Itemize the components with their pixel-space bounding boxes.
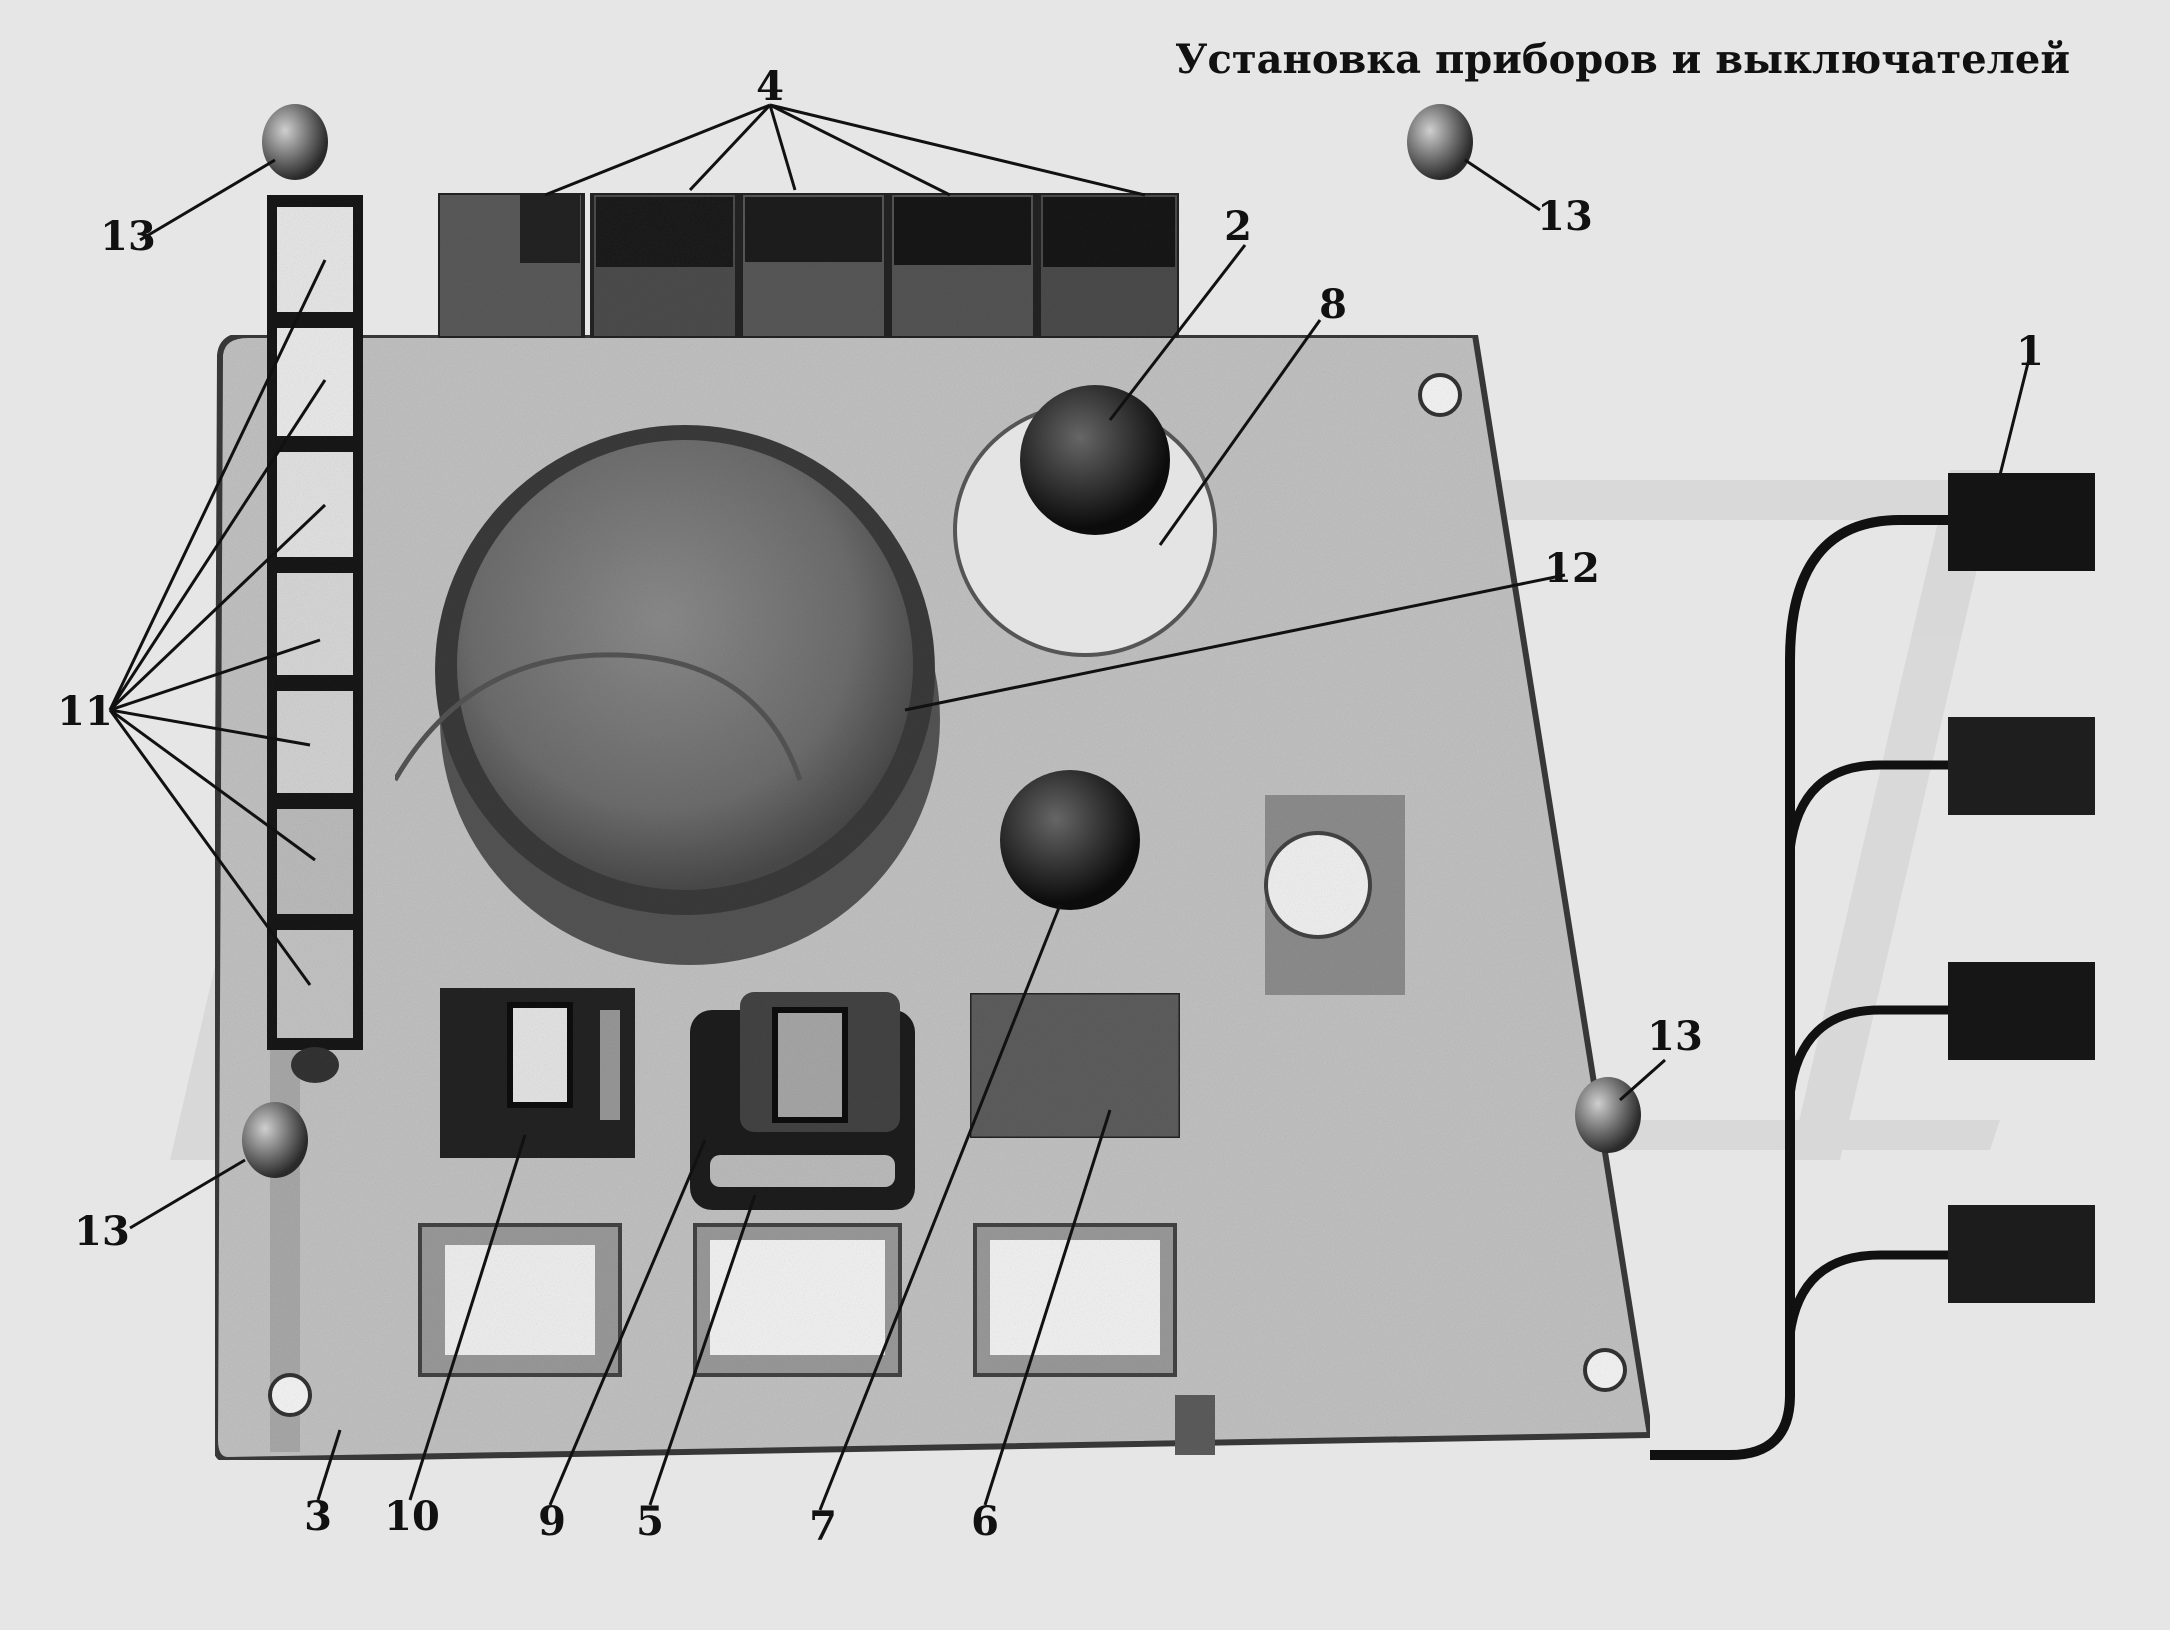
figure-title: Установка приборов и выключателей	[1175, 36, 2070, 83]
label-8: 8	[1319, 281, 1347, 328]
label-1: 1	[2016, 328, 2044, 375]
label-9: 9	[538, 1498, 566, 1545]
knob-2	[953, 385, 1217, 657]
label-13c: 13	[1647, 1013, 1703, 1060]
label-4: 4	[756, 63, 784, 110]
label-12: 12	[1544, 545, 1600, 592]
switch-10	[440, 988, 635, 1158]
indicator-column-11	[267, 195, 363, 1083]
label-13b: 13	[1537, 193, 1593, 240]
switch-9	[690, 992, 915, 1210]
block-6	[968, 991, 1182, 1140]
label-7: 7	[809, 1503, 837, 1550]
panel-plate	[211, 332, 1654, 1464]
label-3: 3	[304, 1493, 332, 1540]
screws-13	[242, 104, 1641, 1178]
label-13a: 13	[100, 213, 156, 260]
label-11: 11	[57, 688, 113, 735]
leader-lines	[108, 103, 2032, 1511]
label-13d: 13	[74, 1208, 130, 1255]
connector-harness-1	[1650, 473, 2095, 1460]
knob-7	[1000, 770, 1140, 910]
label-10: 10	[384, 1493, 440, 1540]
switch-row-4	[436, 191, 1181, 340]
label-6: 6	[971, 1498, 999, 1545]
label-2: 2	[1224, 203, 1252, 250]
gauge-12	[392, 425, 940, 965]
callout-labels: 4 2 8 1 12 13 13 13 13 11 3 10 9 5 7 6	[57, 63, 2044, 1550]
label-5: 5	[636, 1498, 664, 1545]
